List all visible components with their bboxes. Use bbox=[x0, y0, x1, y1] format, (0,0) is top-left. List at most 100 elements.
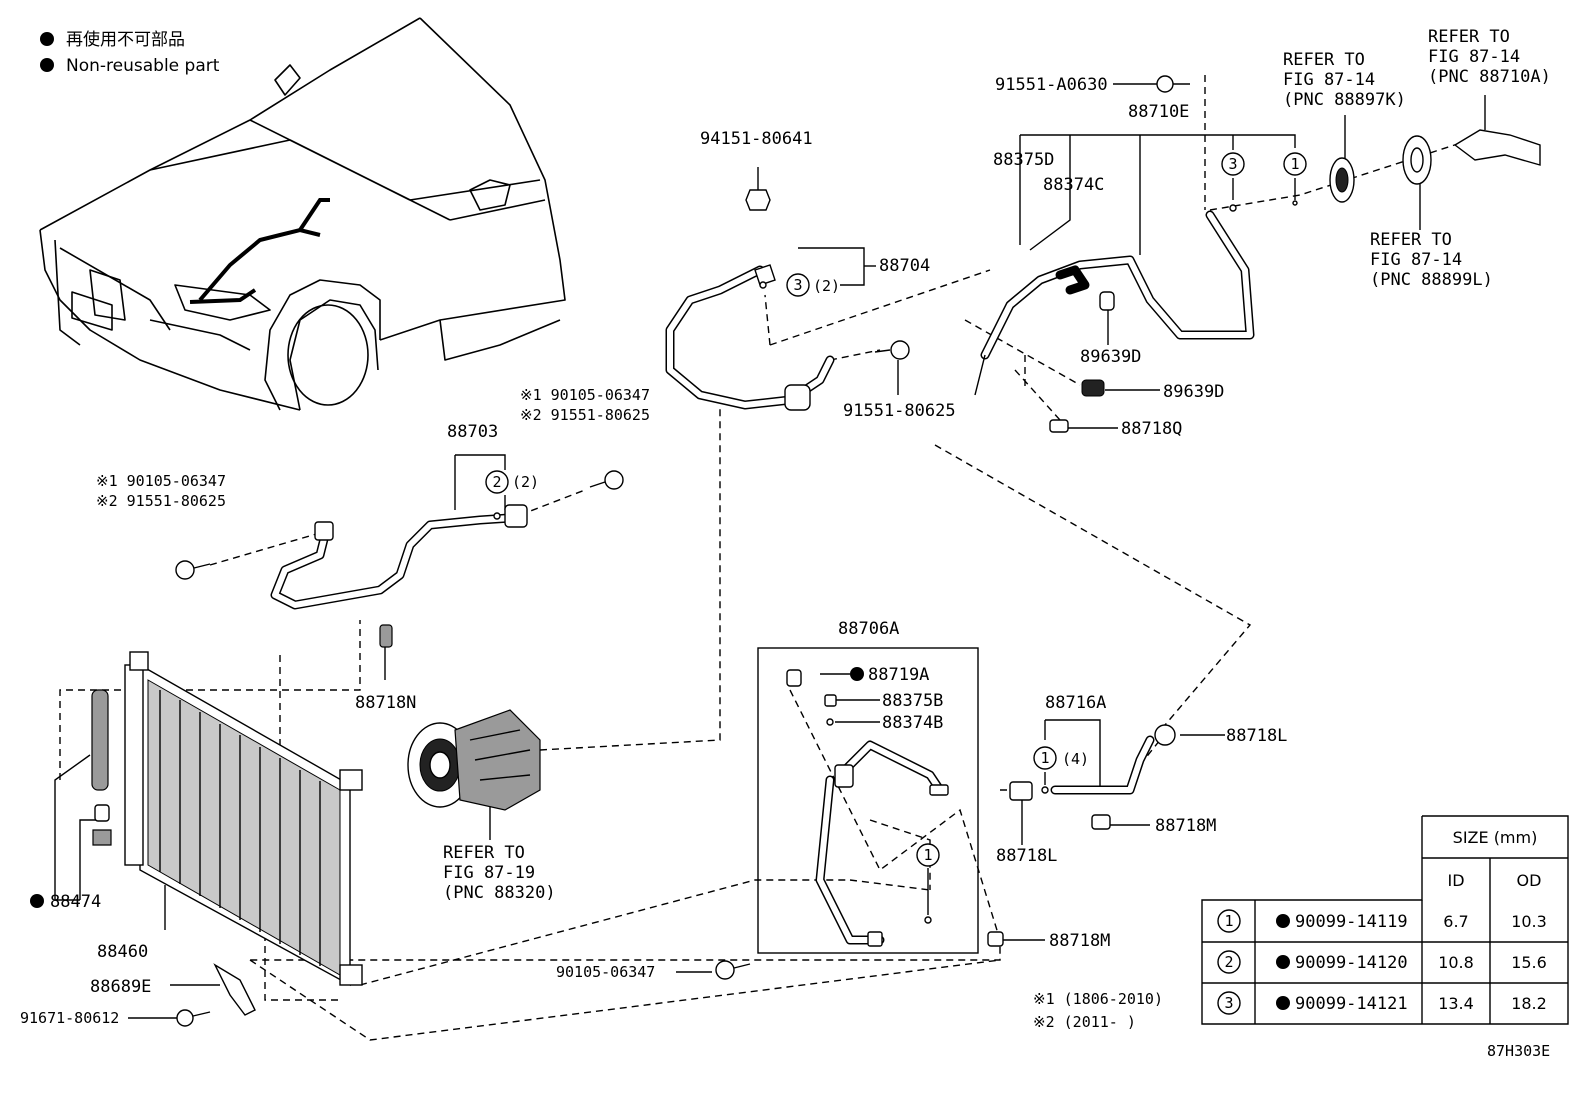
label-89639D: 89639D bbox=[1080, 347, 1141, 367]
table-row: 2 90099-14120 10.8 15.6 bbox=[1217, 950, 1547, 974]
figure-code: 87H303E bbox=[1487, 1042, 1550, 1060]
row-id: 6.7 bbox=[1443, 912, 1468, 931]
callout-1: 1 bbox=[1040, 749, 1049, 767]
callout-icon bbox=[1217, 909, 1241, 933]
callout-1: 1 bbox=[923, 846, 932, 864]
vehicle-outline bbox=[39, 17, 566, 411]
hoses bbox=[270, 210, 1255, 947]
label-qty: (2) bbox=[512, 473, 539, 491]
table-row: 3 90099-14121 13.4 18.2 bbox=[1217, 991, 1547, 1015]
row-od: 18.2 bbox=[1511, 994, 1547, 1013]
label-88375B: 88375B bbox=[882, 691, 943, 711]
row-id: 10.8 bbox=[1438, 953, 1474, 972]
alt-part-text: ※1 90105-06347 bbox=[96, 472, 226, 490]
note-text: ※1 (1806-2010) bbox=[1033, 990, 1163, 1008]
callout-icon bbox=[1221, 152, 1245, 176]
components bbox=[91, 75, 1541, 1027]
row-id: 13.4 bbox=[1438, 994, 1474, 1013]
callouts: 3 1 3 2 1 1 bbox=[485, 152, 1307, 867]
callout-icon bbox=[1283, 152, 1307, 176]
bullet-icon bbox=[30, 894, 44, 908]
callout-3: 3 bbox=[793, 276, 802, 294]
label-88718Q: 88718Q bbox=[1121, 419, 1182, 439]
label-88718L: 88718L bbox=[1226, 726, 1287, 746]
label-88374B: 88374B bbox=[882, 713, 943, 733]
callout-icon bbox=[1217, 950, 1241, 974]
ref-text: FIG 87-19 bbox=[443, 863, 535, 883]
table-row: 1 90099-14119 6.7 10.3 bbox=[1217, 909, 1547, 933]
note-text: ※2 (2011- ) bbox=[1033, 1013, 1136, 1031]
label-qty: (2) bbox=[813, 277, 840, 295]
bullet-icon bbox=[1276, 914, 1290, 928]
alt-part-text: ※1 90105-06347 bbox=[520, 386, 650, 404]
condenser bbox=[124, 651, 363, 987]
compressor bbox=[407, 709, 541, 811]
label-88689E: 88689E bbox=[90, 977, 151, 997]
label-90105-06347: 90105-06347 bbox=[556, 963, 655, 981]
bullet-icon bbox=[40, 58, 54, 72]
solid-leaders bbox=[54, 83, 1486, 1019]
ref-text: FIG 87-14 bbox=[1370, 250, 1462, 270]
label-88718N: 88718N bbox=[355, 693, 416, 713]
callout-icon bbox=[485, 470, 509, 494]
table-col-od: OD bbox=[1517, 871, 1542, 890]
label-88703: 88703 bbox=[447, 422, 498, 442]
row-od: 15.6 bbox=[1511, 953, 1547, 972]
ref-text: REFER TO bbox=[1370, 230, 1452, 250]
ref-text: FIG 87-14 bbox=[1283, 70, 1375, 90]
ref-text: REFER TO bbox=[1428, 27, 1510, 47]
legend-jp: 再使用不可部品 bbox=[66, 29, 185, 50]
label-88704: 88704 bbox=[879, 256, 930, 276]
ref-text: (PNC 88710A) bbox=[1428, 67, 1551, 87]
size-table: SIZE (mm) ID OD 1 90099-14119 6.7 10.3 2… bbox=[1201, 815, 1569, 1025]
label-88374C: 88374C bbox=[1043, 175, 1104, 195]
legend: 再使用不可部品 Non-reusable part bbox=[40, 29, 220, 76]
label-88375D: 88375D bbox=[993, 150, 1054, 170]
bullet-icon bbox=[40, 32, 54, 46]
callout-icon bbox=[1033, 746, 1057, 770]
row-key: 2 bbox=[1224, 953, 1233, 971]
callout-3: 3 bbox=[1228, 155, 1237, 173]
bullet-icon bbox=[1276, 996, 1290, 1010]
callout-icon bbox=[786, 273, 810, 297]
bullet-icon bbox=[850, 667, 864, 681]
ref-text: REFER TO bbox=[1283, 50, 1365, 70]
row-part: 90099-14119 bbox=[1295, 912, 1408, 932]
ref-text: FIG 87-14 bbox=[1428, 47, 1520, 67]
label-88706A: 88706A bbox=[838, 619, 899, 639]
label-88716A: 88716A bbox=[1045, 693, 1106, 713]
legend-en: Non-reusable part bbox=[66, 56, 220, 76]
part-labels: 91551-A0630 88710E 88375D 88374C 89639D … bbox=[20, 27, 1551, 1060]
callout-2: 2 bbox=[492, 473, 501, 491]
row-od: 10.3 bbox=[1511, 912, 1547, 931]
label-88460: 88460 bbox=[97, 942, 148, 962]
label-88718M: 88718M bbox=[1155, 816, 1216, 836]
bullet-icon bbox=[1276, 955, 1290, 969]
label-91551-80625: 91551-80625 bbox=[843, 401, 956, 421]
alt-part-text: ※2 91551-80625 bbox=[520, 406, 650, 424]
label-88474: 88474 bbox=[50, 892, 101, 912]
row-part: 90099-14121 bbox=[1295, 994, 1408, 1014]
row-part: 90099-14120 bbox=[1295, 953, 1408, 973]
callout-1: 1 bbox=[1290, 155, 1299, 173]
label-91551-A0630: 91551-A0630 bbox=[995, 75, 1108, 95]
ref-text: REFER TO bbox=[443, 843, 525, 863]
alt-part-text: ※2 91551-80625 bbox=[96, 492, 226, 510]
ref-text: (PNC 88320) bbox=[443, 883, 556, 903]
row-key: 3 bbox=[1224, 994, 1233, 1012]
ref-text: (PNC 88899L) bbox=[1370, 270, 1493, 290]
label-88718L: 88718L bbox=[996, 846, 1057, 866]
label-qty: (4) bbox=[1062, 750, 1089, 768]
callout-icon bbox=[916, 843, 940, 867]
label-89639D: 89639D bbox=[1163, 382, 1224, 402]
assembly-box-88706A bbox=[757, 647, 979, 954]
label-88719A: 88719A bbox=[868, 665, 929, 685]
table-col-id: ID bbox=[1447, 871, 1464, 890]
table-header: SIZE (mm) bbox=[1453, 828, 1538, 847]
callout-icon bbox=[1217, 991, 1241, 1015]
row-key: 1 bbox=[1224, 912, 1233, 930]
ref-text: (PNC 88897K) bbox=[1283, 90, 1406, 110]
label-91671-80612: 91671-80612 bbox=[20, 1009, 119, 1027]
label-88718M: 88718M bbox=[1049, 931, 1110, 951]
